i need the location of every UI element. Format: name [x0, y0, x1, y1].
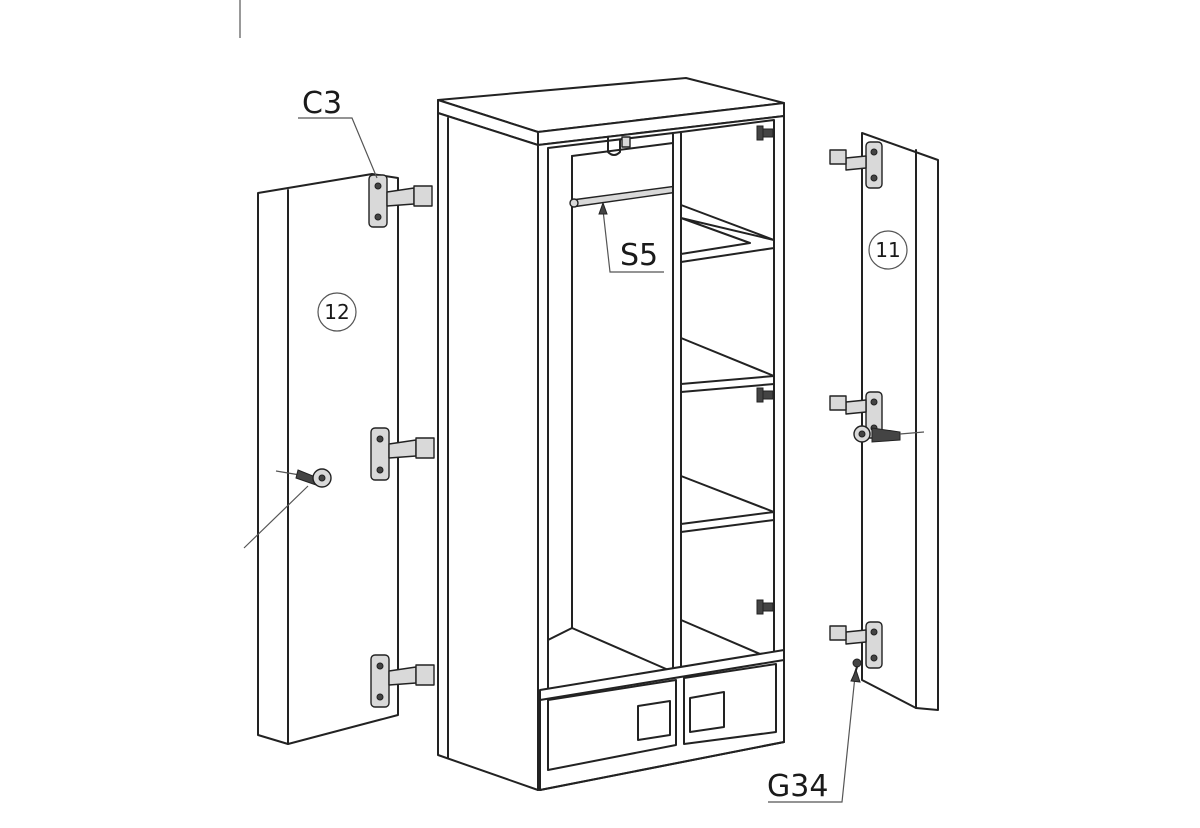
carcass-hinge-middle	[756, 387, 774, 403]
plinth-line	[539, 741, 785, 791]
callout-g34: G34	[767, 668, 861, 804]
left-door-hinge-middle	[370, 427, 435, 481]
center-divider	[672, 131, 682, 674]
rail-end-left	[569, 198, 579, 208]
c3-label: C3	[302, 86, 342, 121]
callout-c3: C3	[298, 86, 378, 179]
shelf-bottom-back	[680, 475, 775, 513]
left-compartment-top-back	[571, 142, 674, 157]
left-compartment-opening	[547, 132, 674, 691]
left-door: 12	[243, 173, 435, 745]
right-door-panel	[861, 132, 939, 711]
rail-bracket-plate	[621, 136, 631, 148]
left-door-number-circle	[317, 292, 357, 332]
g34-label: G34	[767, 769, 828, 804]
left-door-panel	[257, 173, 399, 745]
carcass-hinge-bottom	[756, 599, 774, 615]
s5-arrowhead	[598, 201, 608, 215]
callout-s5: S5	[598, 201, 664, 273]
left-side-panel	[437, 112, 539, 791]
shelf-bottom-front	[680, 511, 775, 533]
left-door-knob-screw	[275, 468, 332, 488]
drawer-left-handle	[637, 700, 671, 741]
drawer-right-handle	[689, 691, 725, 733]
drawer-left	[547, 679, 677, 771]
c3-leader-line	[298, 117, 378, 179]
right-door-hinge-middle	[829, 391, 883, 439]
shelf-middle-front	[680, 375, 775, 393]
shelf-middle-back	[680, 337, 775, 377]
left-door-hinge-top	[368, 174, 433, 228]
right-door-number: 11	[875, 238, 900, 262]
left-compartment-floor	[571, 627, 674, 673]
right-door-hinge-bottom	[829, 621, 883, 669]
left-door-number: 12	[324, 300, 349, 324]
right-door-knob-screw	[853, 425, 925, 443]
wardrobe-carcass	[437, 77, 785, 791]
s5-leader-line	[602, 209, 664, 273]
g34-arrowhead	[850, 668, 861, 683]
drawer-top-line	[539, 659, 785, 701]
left-door-hinge-bottom	[370, 654, 435, 708]
g34-leader-line	[768, 675, 856, 803]
carcass-hinge-top	[756, 125, 774, 141]
shelf-top-back	[680, 204, 775, 241]
rail-bracket-icon	[607, 137, 621, 156]
right-door: 11	[829, 132, 939, 711]
right-door-hinge-top	[829, 141, 883, 189]
right-door-number-circle	[868, 230, 908, 270]
left-knob-leader-line	[243, 485, 309, 549]
s5-label: S5	[620, 238, 658, 273]
